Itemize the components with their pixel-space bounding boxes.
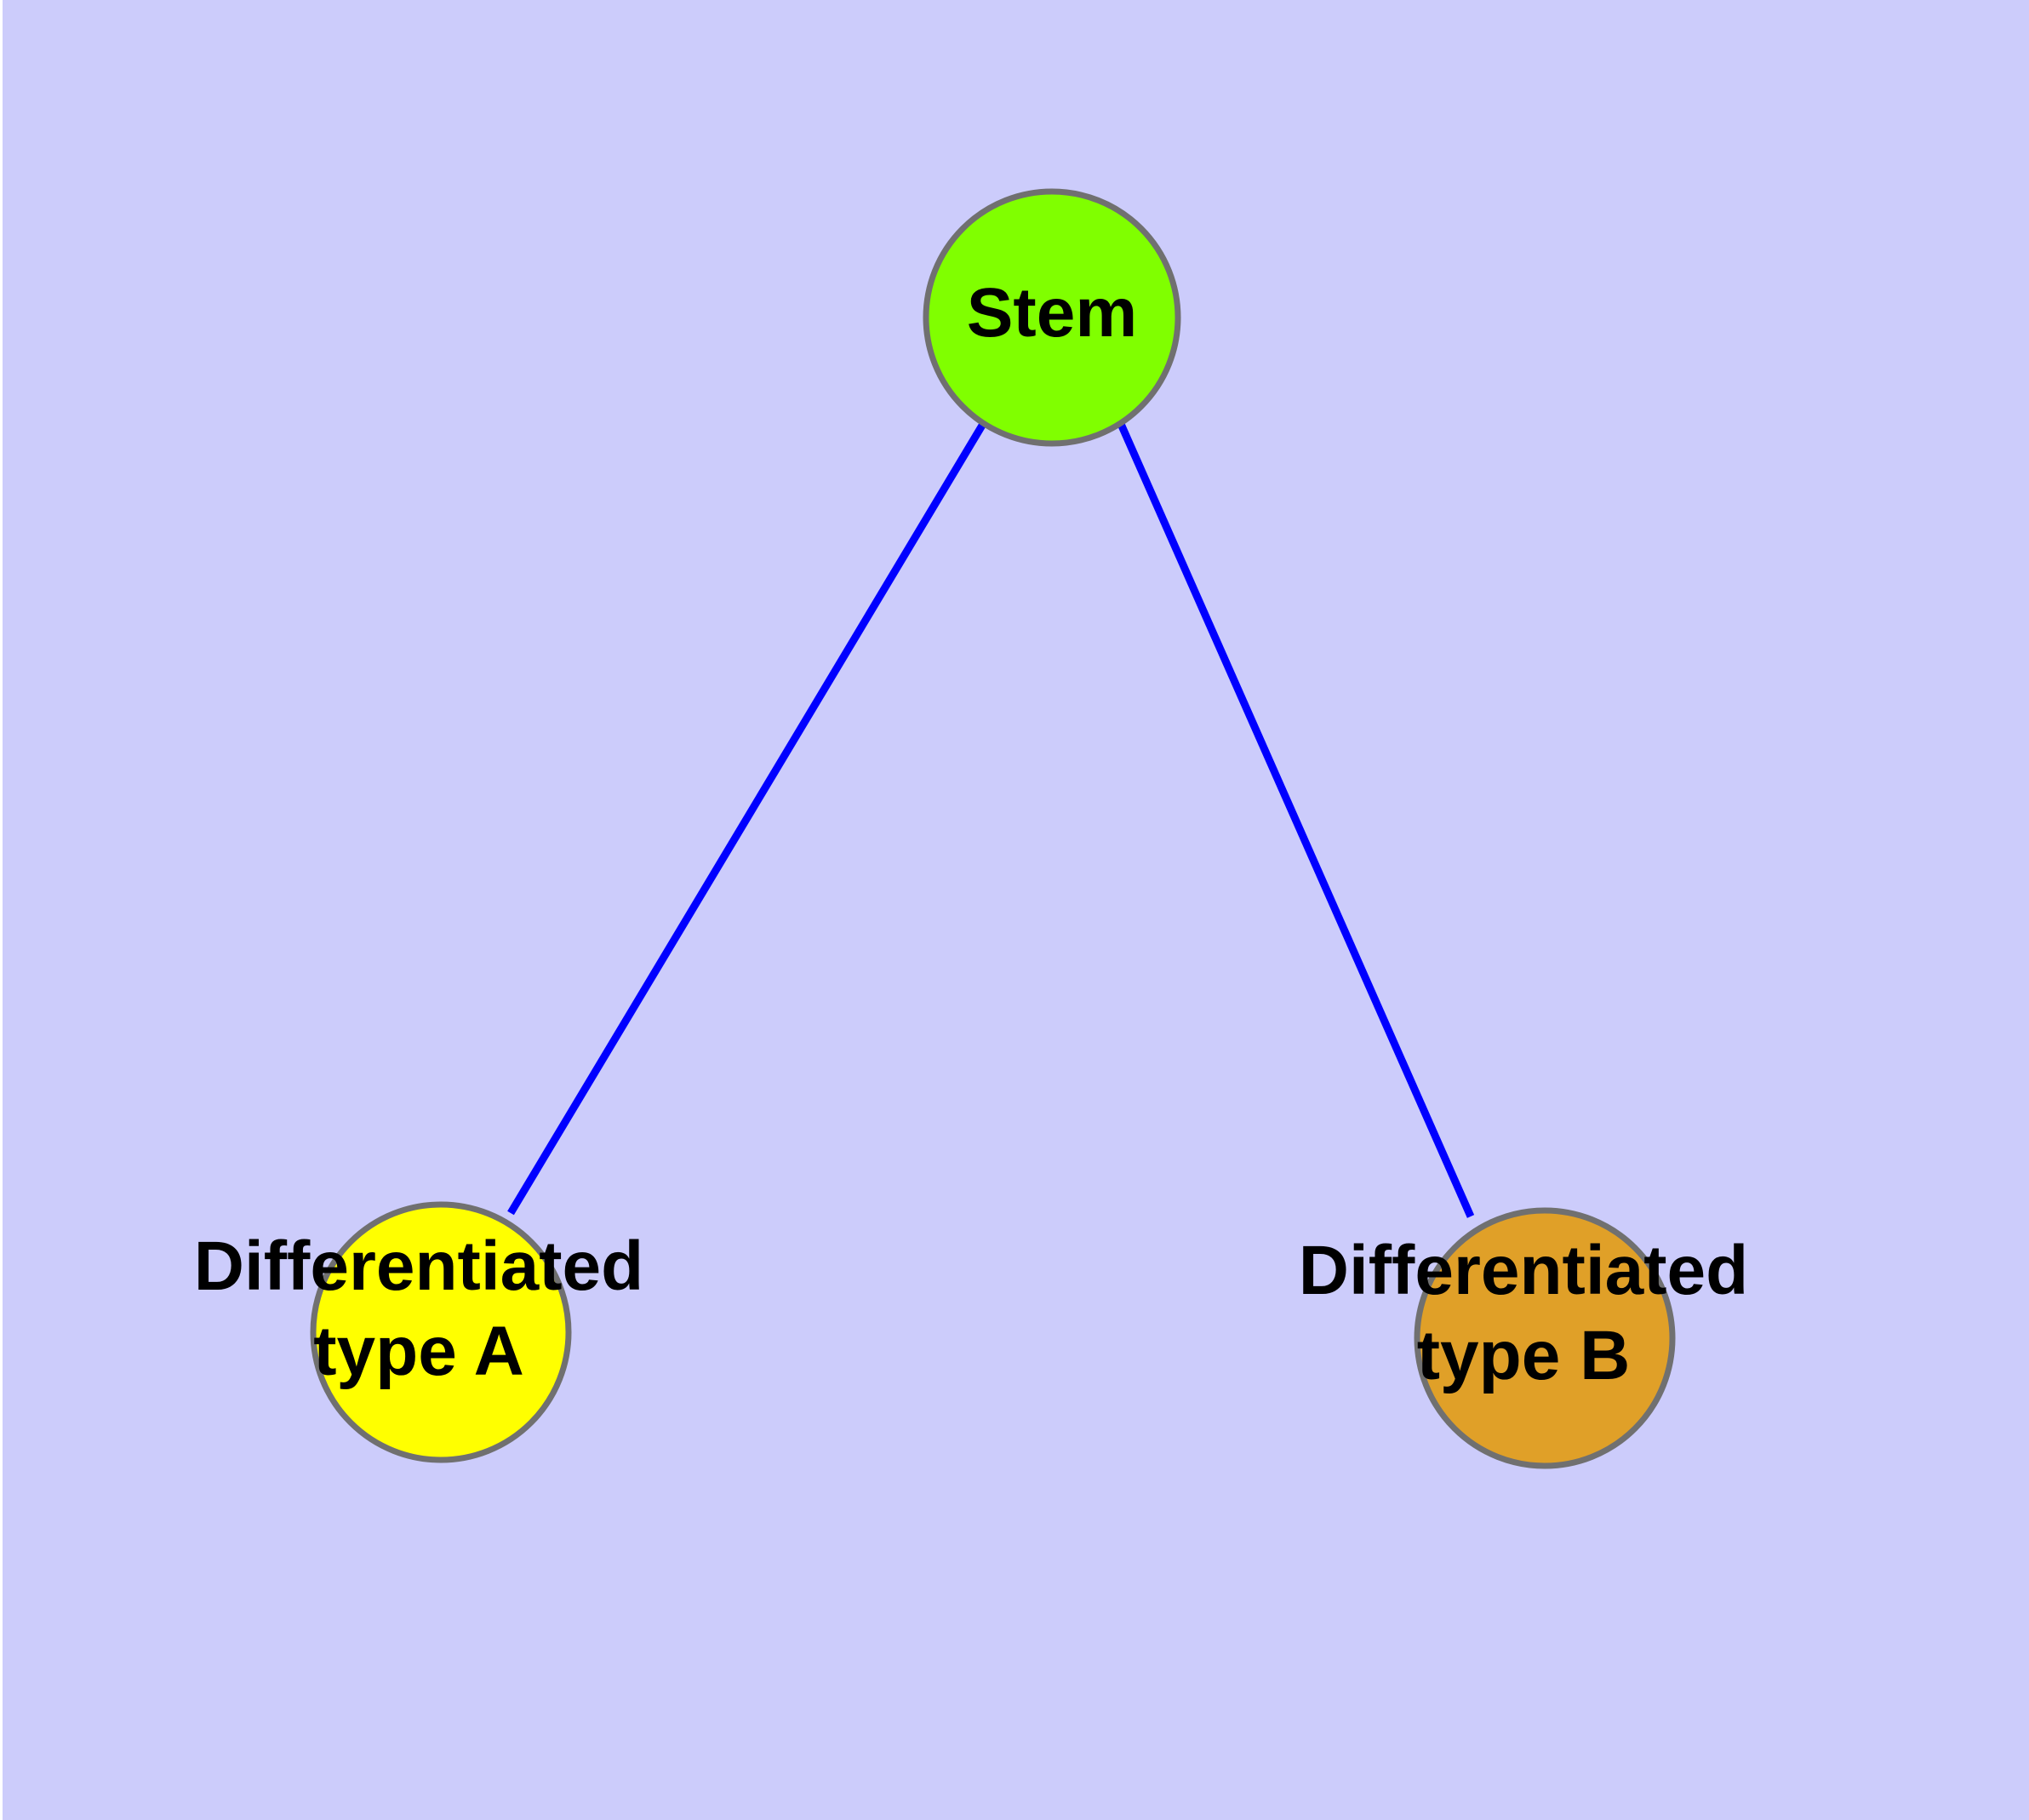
node-label-differentiated-type-a: Differentiated type A [194, 1228, 644, 1390]
edge-stem-to-differentiated-type-a[interactable] [507, 421, 986, 1216]
label-layer: Stem Differentiated type A Differentiated… [194, 274, 1749, 1394]
node-label-line: Stem [967, 274, 1138, 352]
node-label-stem: Stem [967, 274, 1138, 352]
node-stem[interactable] [923, 188, 1181, 447]
node-differentiated-type-b[interactable] [1414, 1207, 1676, 1469]
node-layer [310, 188, 1676, 1469]
node-label-line: Differentiated [194, 1228, 644, 1305]
node-label-line: type A [313, 1313, 524, 1390]
node-label-differentiated-type-b: Differentiated type B [1299, 1232, 1749, 1394]
edge-stem-to-differentiated-type-b[interactable] [1117, 422, 1475, 1218]
node-differentiated-type-a[interactable] [310, 1201, 572, 1463]
edge-layer [507, 421, 1475, 1218]
node-label-line: type B [1417, 1317, 1631, 1394]
node-label-line: Differentiated [1299, 1232, 1749, 1309]
